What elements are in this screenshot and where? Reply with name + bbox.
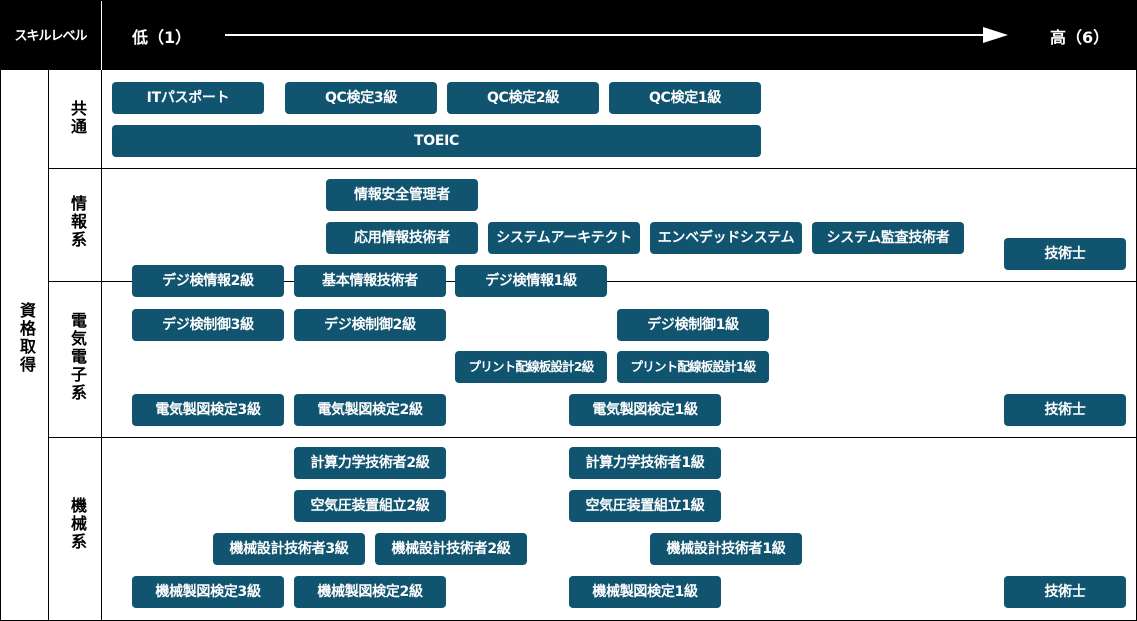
cert-box: 電気製図検定2級 [294,394,446,426]
cert-box: 空気圧装置組立1級 [569,490,721,522]
cert-box: QC検定2級 [447,82,599,114]
divider [48,70,49,620]
cert-box: エンベデッドシステム [650,222,802,254]
cert-box: 空気圧装置組立2級 [294,490,446,522]
cert-box: デジ検情報2級 [132,265,284,297]
skill-level-label: スキルレベル [14,29,87,44]
divider [48,168,1137,169]
cert-box: 技術士 [1004,394,1126,426]
cert-box: デジ検制御2級 [294,309,446,341]
cert-box: システムアーキテクト [488,222,640,254]
cert-box: 機械製図検定3級 [132,576,284,608]
divider [48,437,1137,438]
cert-box: 計算力学技術者1級 [569,447,721,479]
qualification-label: 資格取得 [17,302,36,374]
level-arrow-line [225,34,985,36]
cert-box: プリント配線板設計1級 [617,351,769,383]
cert-box: 機械設計技術者3級 [213,533,365,565]
divider [101,70,102,620]
category-mech: 機械系 [68,497,87,551]
cert-box: デジ検制御1級 [617,309,769,341]
cert-box: デジ検情報1級 [455,265,607,297]
cert-box: 計算力学技術者2級 [294,447,446,479]
cert-box: 機械設計技術者2級 [375,533,527,565]
category-elec: 電気電子系 [68,312,87,402]
cert-box: 基本情報技術者 [294,265,446,297]
category-info: 情報系 [68,195,87,249]
arrow-right-icon [983,27,1008,43]
cert-box: ITパスポート [112,82,264,114]
cert-box: 情報安全管理者 [326,179,478,211]
cert-box: TOEIC [112,125,761,157]
cert-box: 技術士 [1004,576,1126,608]
divider [101,0,102,70]
cert-box: システム監査技術者 [812,222,964,254]
cert-box: QC検定3級 [285,82,437,114]
category-common: 共通 [68,100,87,136]
cert-box: 電気製図検定3級 [132,394,284,426]
cert-box: デジ検制御3級 [132,309,284,341]
cert-box: 機械製図検定1級 [569,576,721,608]
cert-box: 機械設計技術者1級 [650,533,802,565]
cert-box: 機械製図検定2級 [294,576,446,608]
cert-box: 技術士 [1004,238,1126,270]
low-level-label: 低（1） [132,28,192,47]
high-level-label: 高（6） [1050,28,1110,47]
cert-box: QC検定1級 [609,82,761,114]
cert-box: 応用情報技術者 [326,222,478,254]
skill-level-header: スキルレベル 低（1） 高（6） [0,0,1137,70]
cert-box: プリント配線板設計2級 [455,351,607,383]
cert-box: 電気製図検定1級 [569,394,721,426]
